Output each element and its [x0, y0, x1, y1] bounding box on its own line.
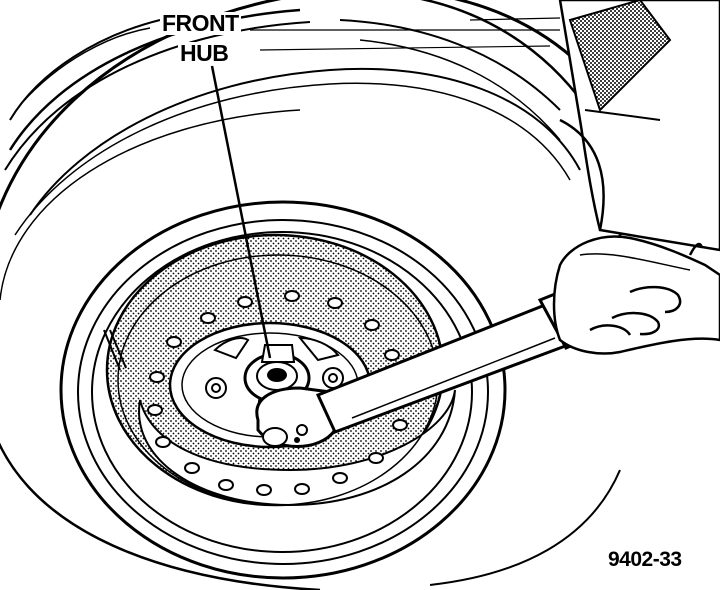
- callout-leader-line: [210, 65, 272, 359]
- wheel-rim: [59, 200, 507, 580]
- fender: [558, 0, 720, 252]
- hand: [552, 235, 720, 355]
- rim-face: [138, 389, 456, 507]
- valve-stem: [103, 329, 127, 371]
- wrench-head: [255, 386, 337, 448]
- front-hub-label-line2: HUB: [178, 40, 231, 66]
- figure-number: 9402-33: [606, 548, 684, 571]
- front-hub-label-line1: FRONT: [160, 10, 241, 36]
